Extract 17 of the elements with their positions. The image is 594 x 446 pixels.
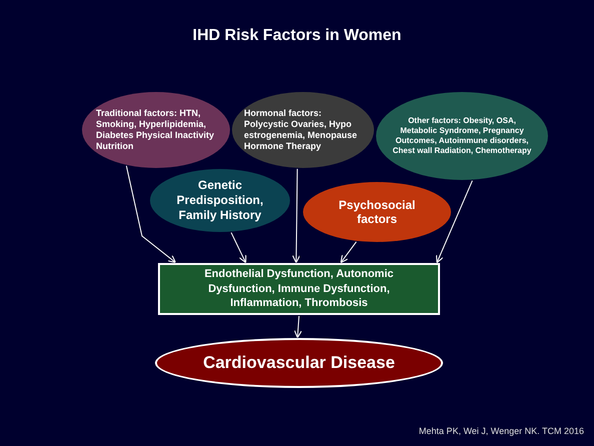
title: IHD Risk Factors in Women bbox=[192, 26, 402, 46]
node-label: Hormonal factors: Polycystic Ovaries, Hypo estrogenemia, Menopause Hormone Therapy bbox=[243, 108, 358, 152]
mechanism-box bbox=[158, 263, 440, 315]
node-label: Psychosocial factors bbox=[338, 198, 416, 226]
arrow bbox=[294, 316, 302, 338]
arrow bbox=[292, 168, 300, 264]
arrow bbox=[126, 165, 176, 263]
arrow bbox=[436, 180, 473, 264]
arrow bbox=[340, 241, 357, 264]
node-label: Cardiovascular Disease bbox=[202, 353, 396, 373]
risk-factor-ellipse bbox=[303, 182, 451, 242]
arrow bbox=[230, 232, 246, 264]
node-label: Genetic Predisposition, Family History bbox=[176, 178, 264, 223]
node-label: Endothelial Dysfunction, Autonomic Dysfunction, Immune Dysfunction, Inflammation, Thrombosis bbox=[203, 267, 395, 311]
node-label: Other factors: Obesity, OSA, Metabolic Syndrome, Pregnancy Outcomes, Autoimmune disorders, Chest wall Radiation, Chemotherapy bbox=[392, 116, 532, 156]
citation: Mehta PK, Wei J, Wenger NK. TCM 2016 bbox=[418, 424, 584, 438]
node-label: Traditional factors: HTN, Smoking, Hyperlipidemia, Diabetes Physical Inactivity Nutrition bbox=[95, 108, 216, 152]
